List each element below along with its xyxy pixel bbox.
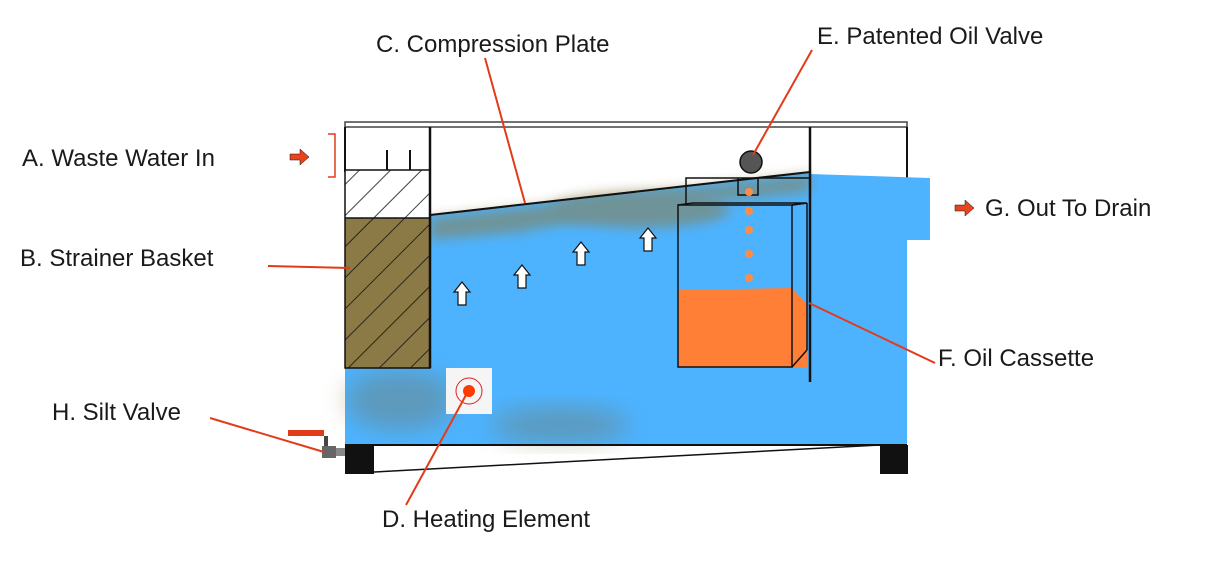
label-heating-element: D. Heating Element: [382, 506, 590, 533]
valve-handle-icon: [322, 446, 336, 458]
up-arrow-icon: [638, 227, 658, 252]
oil-droplets: [745, 188, 753, 282]
heating-element: [446, 368, 492, 414]
silt-cloud: [345, 370, 630, 443]
oil-cassette: [677, 202, 808, 368]
silt-valve: [288, 430, 345, 458]
up-arrow-icon: [512, 264, 532, 289]
label-oil-cassette: F. Oil Cassette: [938, 345, 1094, 372]
tank-base: [345, 444, 908, 474]
label-patented-oil-valve: E. Patented Oil Valve: [817, 23, 1043, 50]
right-foot: [880, 445, 908, 474]
up-arrow-icon: [571, 241, 591, 266]
label-out-to-drain: G. Out To Drain: [985, 195, 1151, 222]
rising-oil-arrows: [452, 227, 658, 306]
label-compression-plate: C. Compression Plate: [376, 31, 609, 58]
strainer-basket: [344, 150, 431, 369]
valve-ball-icon: [739, 150, 763, 174]
tank-outline: [344, 127, 908, 180]
outlet-arrow-icon: [954, 199, 975, 217]
compression-plate: [429, 171, 811, 216]
grease-layer: [430, 174, 810, 240]
label-silt-valve: H. Silt Valve: [52, 399, 181, 426]
tank-lid: [344, 121, 908, 128]
inlet-bracket: [328, 133, 336, 178]
oil-valve: [685, 150, 810, 205]
leader-lines: [209, 49, 936, 506]
label-strainer-basket: B. Strainer Basket: [20, 245, 214, 272]
left-foot: [345, 445, 374, 474]
heater-icon: [463, 385, 475, 397]
label-waste-water-in: A. Waste Water In: [22, 145, 215, 172]
baffle-walls: [428, 127, 812, 382]
inlet-arrow-icon: [289, 148, 310, 166]
up-arrow-icon: [452, 281, 472, 306]
